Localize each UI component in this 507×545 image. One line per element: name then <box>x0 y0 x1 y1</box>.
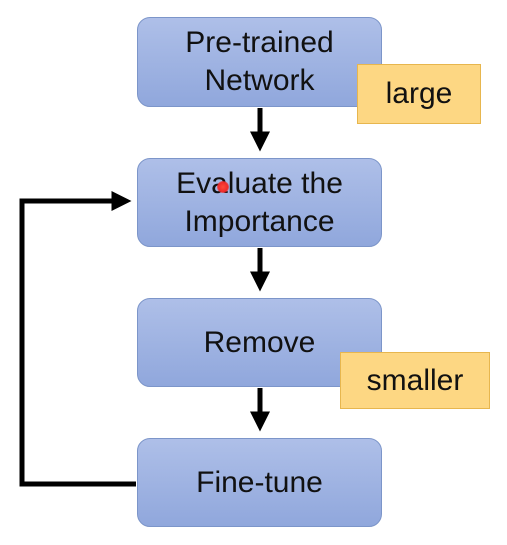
step-remove-label: Remove <box>203 325 316 359</box>
step-remove: Remove <box>137 298 382 387</box>
step-pretrained-label: Pre-trained Network <box>185 26 334 97</box>
tag-large-label: large <box>385 77 453 110</box>
step-pretrained-network: Pre-trained Network <box>137 17 382 107</box>
loop-arrow-finetune-to-evaluate <box>19 191 136 487</box>
step-evaluate-label: Evaluate the Importance <box>176 166 343 238</box>
step-finetune-label: Fine-tune <box>196 465 323 499</box>
step-fine-tune: Fine-tune <box>137 438 382 527</box>
tag-large: large <box>357 64 481 124</box>
tag-smaller: smaller <box>340 352 490 409</box>
laser-pointer-dot <box>217 181 229 193</box>
tag-smaller-label: smaller <box>366 363 464 397</box>
step-evaluate-importance: Evaluate the Importance <box>137 158 382 247</box>
